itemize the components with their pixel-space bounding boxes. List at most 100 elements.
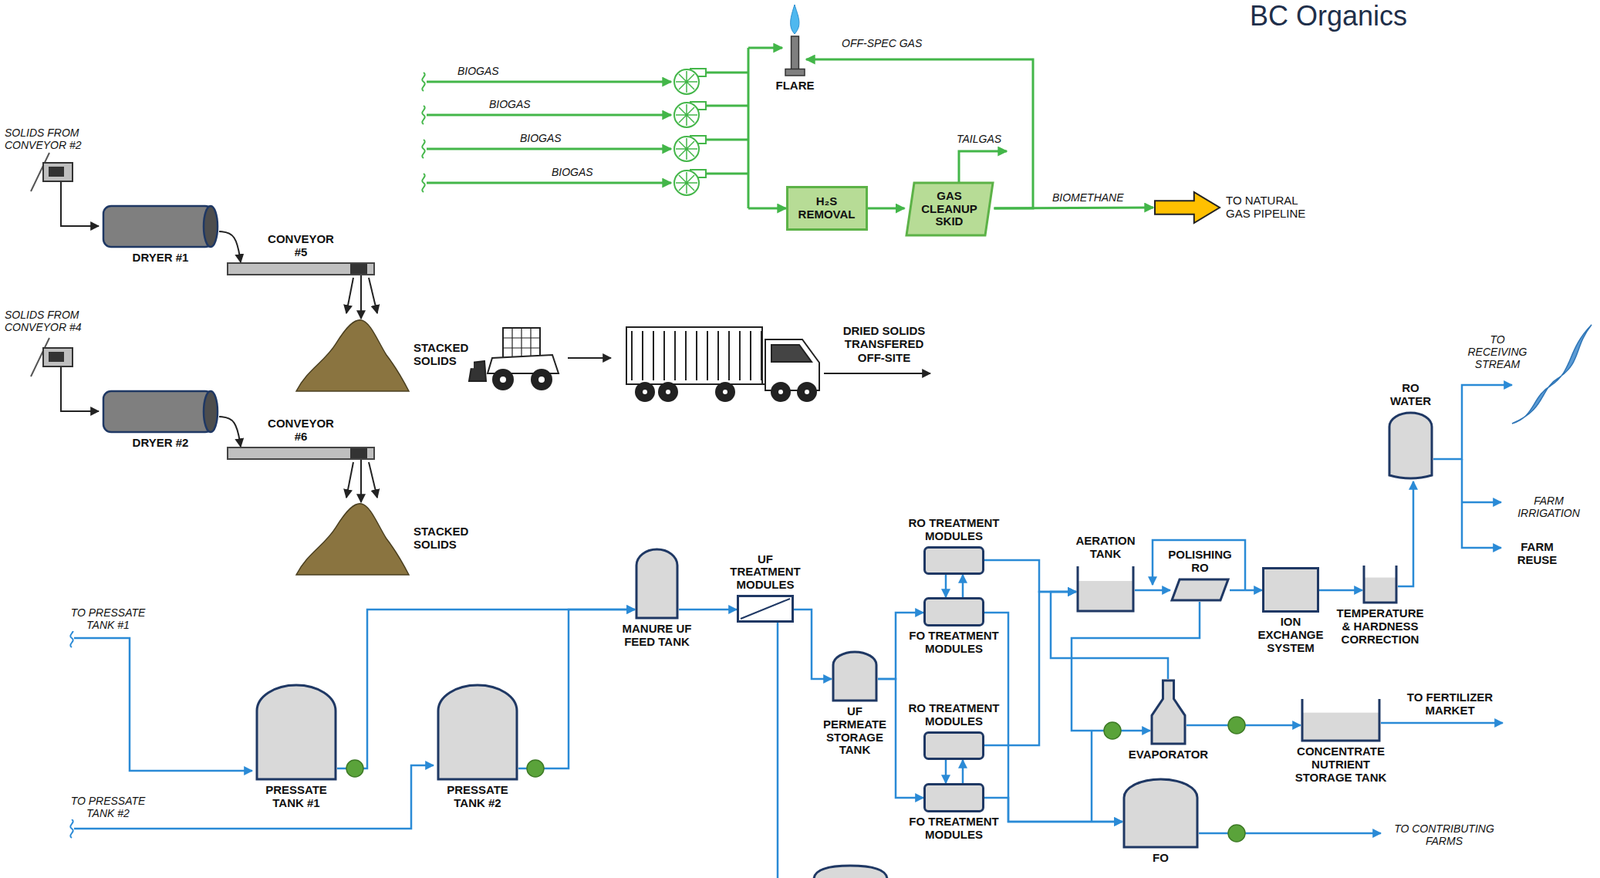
node-label: STACKED SOLIDS (411, 525, 474, 552)
node-label: TEMPERATURE & HARDNESS CORRECTION (1332, 607, 1429, 646)
diagram-title: BC Organics (1249, 0, 1408, 33)
node-label: PRESSATE TANK #1 (257, 783, 335, 811)
module-node: RO TREATMENT MODULES (923, 546, 985, 575)
blower (690, 101, 706, 110)
water-pipes (1198, 832, 1381, 835)
flow-label: SOLIDS FROM CONVEYOR #4 (3, 308, 93, 334)
truck (626, 383, 820, 385)
dryer-shape (103, 391, 213, 433)
pile-node: STACKED SOLIDS (296, 502, 409, 575)
flow-label: BIOGAS (455, 64, 501, 78)
skid-steer (502, 327, 541, 359)
truck (722, 388, 729, 395)
pipe-connector (360, 275, 362, 319)
truck (626, 327, 763, 385)
membrane-node: UF TREATMENT MODULES (736, 594, 794, 623)
node-label: RO TREATMENT MODULES (901, 516, 1006, 544)
blower (690, 135, 706, 144)
opentank-shape (1302, 698, 1380, 741)
conv-shape (227, 447, 375, 460)
flow-label: SOLIDS FROM CONVEYOR #2 (3, 126, 93, 152)
blower (675, 172, 698, 194)
solids-arrows (60, 367, 99, 412)
node-label: CONVEYOR #6 (262, 417, 340, 444)
pipe-connector (945, 574, 948, 598)
node-label: UF PERMEATE STORAGE TANK (819, 705, 891, 757)
solids-arrows (60, 182, 99, 227)
skid-steer (469, 327, 559, 390)
water-pipes (1433, 384, 1513, 460)
conv-shape (226, 446, 375, 460)
node-label: DRYER #1 (118, 251, 203, 265)
conveyor-icon (30, 152, 50, 192)
flow-label: TO PRESSATE TANK #2 (63, 794, 153, 820)
tank-node: MANURE UF FEED TANK (634, 547, 679, 620)
pump (1228, 716, 1246, 734)
node-label: POLISHING RO (1163, 548, 1237, 575)
biogas-pipes (421, 139, 425, 159)
conv-shape (227, 263, 375, 275)
box-shape (1262, 567, 1320, 613)
pipe-connector (962, 759, 965, 784)
pipe-connector (1397, 481, 1414, 587)
dryer-shape (103, 205, 213, 247)
pile-shape (296, 502, 409, 575)
module-shape (923, 546, 985, 575)
water-pipes (776, 622, 780, 878)
flare-shape (791, 36, 800, 70)
tank-shape (634, 547, 679, 620)
flow-label: FARM IRRIGATION (1506, 494, 1591, 520)
conv-node: CONVEYOR #6 (226, 446, 375, 460)
dryer-node: DRYER #1 (101, 204, 220, 249)
truck (641, 388, 649, 395)
flow-label: TO PRESSATE TANK #1 (63, 606, 153, 632)
water-pipes (1461, 459, 1502, 548)
pile-shape (296, 318, 409, 392)
node-label: H₂S REMOVAL (791, 195, 863, 222)
node-label: FO (1145, 851, 1177, 865)
flare-shape (785, 68, 805, 76)
node-label: AERATION TANK (1070, 534, 1141, 561)
flow-label: TO FERTILIZER MARKET (1392, 690, 1508, 718)
biogas-pipes (748, 47, 783, 50)
pipe-connector (1186, 724, 1301, 727)
truck (635, 382, 655, 402)
node-label: TO NATURAL GAS PIPELINE (1224, 194, 1321, 221)
biogas-pipes (421, 173, 425, 193)
biogas-pipes (747, 47, 750, 209)
water-pipes (1380, 722, 1503, 725)
module-node: FO TREATMENT MODULES (923, 783, 985, 813)
opentank-shape (1078, 580, 1133, 611)
edge-label: BIOMETHANE (1050, 191, 1126, 204)
truck (771, 382, 790, 402)
greenpara-shape (906, 182, 993, 236)
pipe-connector (793, 609, 832, 679)
module-shape (923, 597, 985, 627)
para-node: POLISHING RO (1170, 577, 1230, 602)
node-label: CONCENTRATE NUTRIENT STORAGE TANK (1290, 745, 1391, 784)
opentank-shape (1302, 712, 1379, 740)
module-shape (924, 547, 984, 574)
blower (674, 69, 699, 95)
module-shape (923, 783, 985, 813)
module-shape (924, 598, 984, 626)
skid-steer (487, 354, 559, 374)
pile-node: STACKED SOLIDS (296, 318, 409, 392)
greenbox-shape (786, 187, 867, 230)
conveyor-icon (43, 162, 73, 182)
blower (675, 138, 698, 160)
flow-label: FARM REUSE (1506, 540, 1568, 568)
skid-steer (531, 369, 552, 390)
membrane-shape (736, 594, 794, 623)
pipe-connector (360, 459, 362, 503)
solids-arrows (60, 182, 931, 498)
skid-steer (492, 369, 514, 390)
pipe-connector (945, 759, 948, 784)
bottom-tank (813, 865, 888, 878)
biogas-pipes (421, 105, 425, 125)
module-shape (924, 732, 984, 760)
biogas-pipes (426, 148, 672, 151)
domeTank-shape (1387, 411, 1434, 482)
tank-shape (831, 650, 878, 703)
node-label: EVAPORATOR (1126, 748, 1212, 762)
